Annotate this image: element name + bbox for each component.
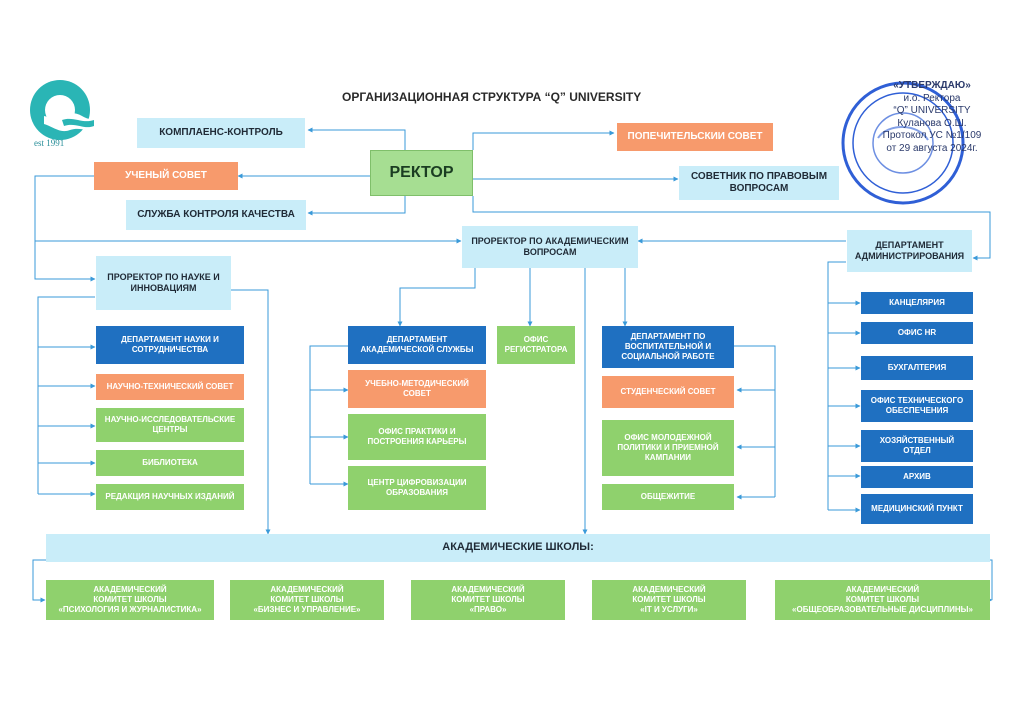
official-stamp	[841, 81, 965, 205]
science-dept-box: ДЕПАРТАМЕНТ НАУКИ И СОТРУДНИЧЕСТВА	[96, 326, 244, 364]
academic-council-box: УЧЕНЫЙ СОВЕТ	[94, 162, 238, 190]
school-law-box: АКАДЕМИЧЕСКИЙ КОМИТЕТ ШКОЛЫ «ПРАВО»	[411, 580, 565, 620]
school-line: АКАДЕМИЧЕСКИЙ	[93, 585, 167, 594]
library-box: БИБЛИОТЕКА	[96, 450, 244, 476]
school-line: КОМИТЕТ ШКОЛЫ	[270, 595, 344, 604]
rector-box: РЕКТОР	[370, 150, 473, 196]
school-general-box: АКАДЕМИЧЕСКИЙ КОМИТЕТ ШКОЛЫ «ОБЩЕОБРАЗОВ…	[775, 580, 990, 620]
social-dept-box: ДЕПАРТАМЕНТ ПО ВОСПИТАТЕЛЬНОЙ И СОЦИАЛЬН…	[602, 326, 734, 368]
school-it-box: АКАДЕМИЧЕСКИЙ КОМИТЕТ ШКОЛЫ «IT И УСЛУГИ…	[592, 580, 746, 620]
school-line: АКАДЕМИЧЕСКИЙ	[270, 585, 344, 594]
registrar-office-box: ОФИС РЕГИСТРАТОРА	[497, 326, 575, 364]
approval-line-1: «УТВЕРЖДАЮ»	[893, 80, 971, 91]
approval-line-6: от 29 августа 2024г.	[886, 142, 978, 154]
maintenance-dept-box: ХОЗЯЙСТВЕННЫЙ ОТДЕЛ	[861, 430, 973, 462]
trustees-box: ПОПЕЧИТЕЛЬСКИИ СОВЕТ	[617, 123, 773, 151]
approval-line-5: Протокол УС №1/109	[882, 130, 982, 141]
publications-box: РЕДАКЦИЯ НАУЧНЫХ ИЗДАНИЙ	[96, 484, 244, 510]
school-line: КОМИТЕТ ШКОЛЫ	[845, 595, 920, 604]
medical-point-box: МЕДИЦИНСКИЙ ПУНКТ	[861, 494, 973, 524]
school-name: «ОБЩЕОБРАЗОВАТЕЛЬНЫЕ ДИСЦИПЛИНЫ»	[792, 605, 973, 614]
dormitory-box: ОБЩЕЖИТИЕ	[602, 484, 734, 510]
school-line: АКАДЕМИЧЕСКИЙ	[845, 585, 920, 594]
legal-advisor-box: СОВЕТНИК ПО ПРАВОВЫМ ВОПРОСАМ	[679, 166, 839, 200]
academic-schools-bar: АКАДЕМИЧЕСКИЕ ШКОЛЫ:	[46, 534, 990, 562]
career-office-box: ОФИС ПРАКТИКИ И ПОСТРОЕНИЯ КАРЬЕРЫ	[348, 414, 486, 460]
accounting-box: БУХГАЛТЕРИЯ	[861, 356, 973, 380]
academic-service-dept-box: ДЕПАРТАМЕНТ АКАДЕМИЧЕСКОЙ СЛУЖБЫ	[348, 326, 486, 364]
youth-policy-office-box: ОФИС МОЛОДЕЖНОЙ ПОЛИТИКИ И ПРИЕМНОЙ КАМП…	[602, 420, 734, 476]
school-business-box: АКАДЕМИЧЕСКИЙ КОМИТЕТ ШКОЛЫ «БИЗНЕС И УП…	[230, 580, 384, 620]
university-logo	[30, 80, 100, 140]
school-line: АКАДЕМИЧЕСКИЙ	[451, 585, 525, 594]
approval-line-2: и.о. Ректора	[903, 92, 961, 104]
academic-prorector-box: ПРОРЕКТОР ПО АКАДЕМИЧЕСКИМ ВОПРОСАМ	[462, 226, 638, 268]
compliance-box: КОМПЛАЕНС-КОНТРОЛЬ	[137, 118, 305, 148]
school-name: «IT И УСЛУГИ»	[640, 605, 698, 614]
school-psychology-box: АКАДЕМИЧЕСКИЙ КОМИТЕТ ШКОЛЫ «ПСИХОЛОГИЯ …	[46, 580, 214, 620]
admin-department-box: ДЕПАРТАМЕНТ АДМИНИСТРИРОВАНИЯ	[847, 230, 972, 272]
approval-block: «УТВЕРЖДАЮ» и.о. Ректора “Q” UNIVERSITY …	[872, 80, 992, 155]
quality-control-box: СЛУЖБА КОНТРОЛЯ КАЧЕСТВА	[126, 200, 306, 230]
research-centers-box: НАУЧНО-ИССЛЕДОВАТЕЛЬСКИЕ ЦЕНТРЫ	[96, 408, 244, 442]
approval-line-3: “Q” UNIVERSITY	[893, 105, 971, 116]
chancellery-box: КАНЦЕЛЯРИЯ	[861, 292, 973, 314]
methodical-council-box: УЧЕБНО-МЕТОДИЧЕСКИЙ СОВЕТ	[348, 370, 486, 408]
archive-box: АРХИВ	[861, 466, 973, 488]
science-prorector-box: ПРОРЕКТОР ПО НАУКЕ И ИННОВАЦИЯМ	[96, 256, 231, 310]
school-line: КОМИТЕТ ШКОЛЫ	[632, 595, 706, 604]
sci-tech-council-box: НАУЧНО-ТЕХНИЧЕСКИЙ СОВЕТ	[96, 374, 244, 400]
page-title: ОРГАНИЗАЦИОННАЯ СТРУКТУРА “Q” UNIVERSITY	[342, 90, 642, 104]
digitalization-center-box: ЦЕНТР ЦИФРОВИЗАЦИИ ОБРАЗОВАНИЯ	[348, 466, 486, 510]
school-name: «ПРАВО»	[469, 605, 507, 614]
tech-support-office-box: ОФИС ТЕХНИЧЕСКОГО ОБЕСПЕЧЕНИЯ	[861, 390, 973, 422]
school-line: КОМИТЕТ ШКОЛЫ	[451, 595, 525, 604]
student-council-box: СТУДЕНЧЕСКИЙ СОВЕТ	[602, 376, 734, 408]
school-name: «БИЗНЕС И УПРАВЛЕНИЕ»	[253, 605, 361, 614]
hr-office-box: ОФИС HR	[861, 322, 973, 344]
school-name: «ПСИХОЛОГИЯ И ЖУРНАЛИСТИКА»	[58, 605, 202, 614]
approval-line-4: Куланова О.Ш.	[897, 117, 967, 129]
school-line: КОМИТЕТ ШКОЛЫ	[93, 595, 167, 604]
school-line: АКАДЕМИЧЕСКИЙ	[632, 585, 706, 594]
logo-est-text: est 1991	[34, 138, 65, 148]
